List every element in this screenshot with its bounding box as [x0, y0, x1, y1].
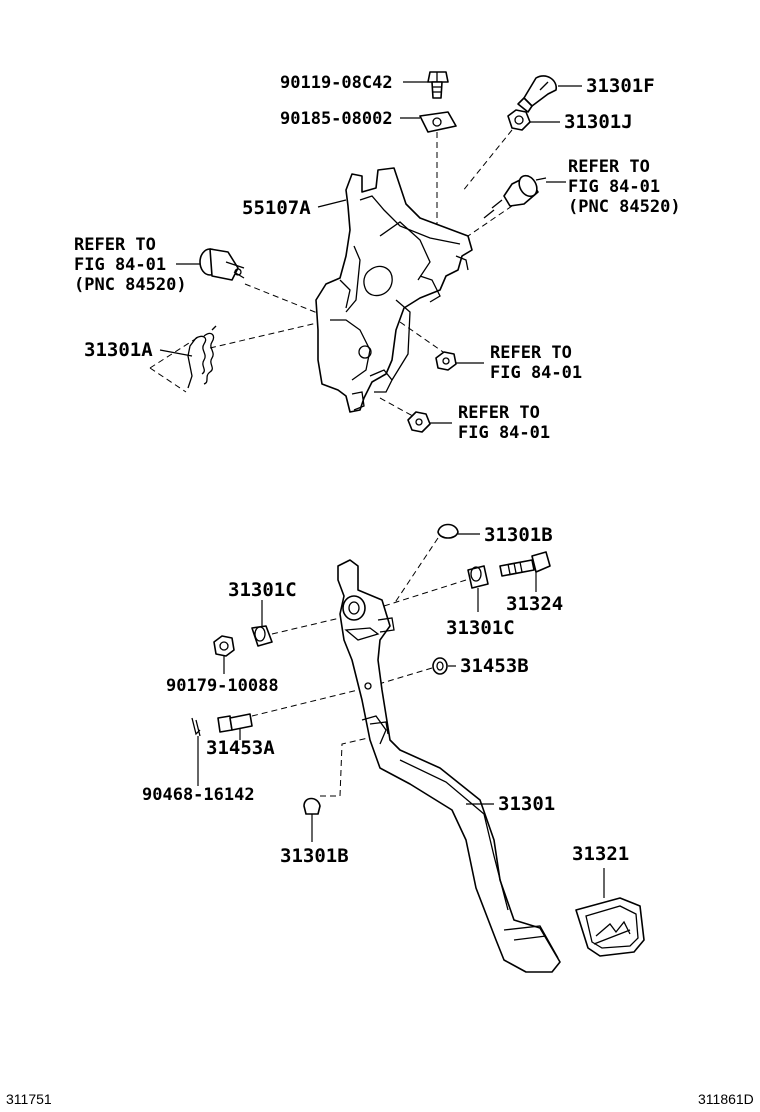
label-31453b: 31453B	[460, 655, 529, 677]
bracket-55107a-icon	[315, 167, 473, 413]
nut-90179-icon	[213, 635, 235, 657]
label-90185-08002: 90185-08002	[280, 109, 393, 129]
stop-lamp-switch-right-icon	[483, 174, 547, 219]
label-refer-switch-left-line2: FIG 84-01	[74, 255, 166, 275]
label-refer-nut1-line1: REFER TO	[490, 343, 572, 363]
label-31301b-top: 31301B	[484, 524, 553, 546]
pedal-pad-31321-icon	[575, 897, 645, 957]
label-31321: 31321	[572, 843, 629, 865]
label-refer-switch-right-line1: REFER TO	[568, 157, 650, 177]
cushion-31301b-bottom-icon	[303, 797, 321, 815]
label-31301: 31301	[498, 793, 555, 815]
label-refer-switch-right-line2: FIG 84-01	[568, 177, 660, 197]
label-31301f: 31301F	[586, 75, 655, 97]
label-31301c-left: 31301C	[228, 579, 297, 601]
label-31301b-bottom: 31301B	[280, 845, 349, 867]
nut-31301j-icon	[507, 109, 531, 131]
stop-lamp-switch-left-icon	[199, 248, 245, 281]
label-refer-switch-left-line3: (PNC 84520)	[74, 275, 187, 295]
clip-90468-icon	[191, 717, 201, 737]
label-31301c-right: 31301C	[446, 617, 515, 639]
label-refer-nut2-line1: REFER TO	[458, 403, 540, 423]
label-refer-switch-right-line3: (PNC 84520)	[568, 197, 681, 217]
footer-right-code: 311861D	[698, 1091, 754, 1107]
label-refer-switch-left-line1: REFER TO	[74, 235, 156, 255]
label-90179-10088: 90179-10088	[166, 676, 279, 696]
label-31453a: 31453A	[206, 737, 275, 759]
bushing-31301c-right-icon	[467, 565, 489, 589]
label-refer-nut1-line2: FIG 84-01	[490, 363, 582, 383]
label-90468-16142: 90468-16142	[142, 785, 255, 805]
label-90119-08c42: 90119-08C42	[280, 73, 393, 93]
collar-31453b-icon	[432, 657, 448, 675]
footer-left-code: 311751	[6, 1091, 52, 1107]
nut-refer-1-icon	[435, 351, 457, 371]
bushing-31301f-icon	[517, 75, 557, 113]
return-spring-31301a-icon	[187, 325, 217, 389]
pedal-arm-31301-icon	[337, 559, 561, 973]
bolt-31324-icon	[499, 551, 551, 577]
label-31301a: 31301A	[84, 339, 153, 361]
label-55107a: 55107A	[242, 197, 311, 219]
bolt-90119-icon	[427, 71, 449, 99]
label-31301j: 31301J	[564, 111, 633, 133]
clip-90185-icon	[419, 111, 457, 133]
bushing-31301c-left-icon	[251, 625, 273, 647]
nut-refer-2-icon	[407, 411, 431, 433]
cushion-31301b-top-icon	[437, 523, 459, 539]
label-refer-nut2-line2: FIG 84-01	[458, 423, 550, 443]
label-31324: 31324	[506, 593, 563, 615]
pin-31453a-icon	[217, 713, 253, 733]
